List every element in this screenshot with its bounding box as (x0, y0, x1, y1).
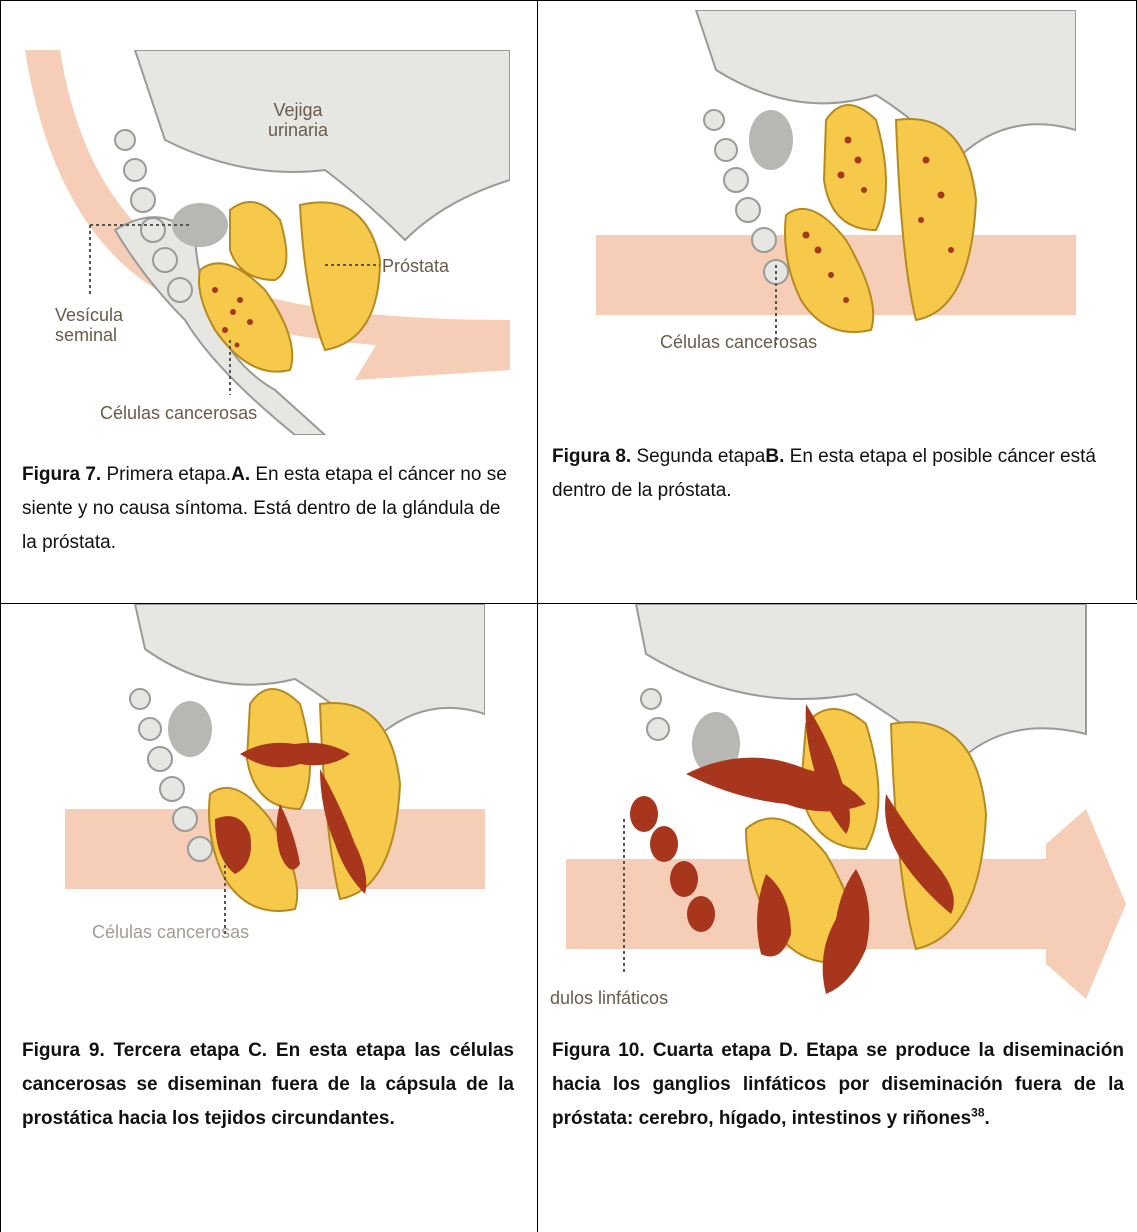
caption-figure-8: Figura 8. Segunda etapaB. En esta etapa … (552, 440, 1122, 508)
label-seminal-vesicle: Vesícula seminal (55, 305, 135, 345)
caption-figure-10-period: . (985, 1108, 990, 1129)
caption-figure-8-stage: Segunda etapa (631, 446, 765, 467)
caption-figure-10-reference: 38 (971, 1106, 984, 1120)
figure-9-illustration (65, 604, 485, 934)
figure-10-illustration-main (566, 604, 1126, 1004)
caption-figure-9: Figura 9. Tercera etapa C. En esta etapa… (22, 1034, 514, 1136)
label-cancer-cells: Células cancerosas (100, 403, 257, 423)
label-cancer-cells: Células cancerosas (92, 922, 249, 942)
label-lymph-nodes: dulos linfáticos (550, 988, 668, 1008)
label-cancer-cells: Células cancerosas (660, 332, 817, 352)
label-prostate: Próstata (382, 256, 449, 276)
caption-figure-7-stage: Primera etapa. (101, 464, 231, 485)
caption-figure-10: Figura 10. Cuarta etapa D. Etapa se prod… (552, 1034, 1124, 1136)
caption-figure-7-letter: A. (231, 464, 250, 485)
figure-8-illustration (596, 10, 1076, 370)
label-bladder: Vejiga urinaria (258, 100, 338, 140)
cell-figure-8: Células cancerosas Figura 8. Segunda eta… (538, 0, 1136, 603)
cell-figure-7: Vejiga urinaria Próstata Vesícula semina… (0, 0, 537, 603)
cell-figure-10: dulos linfáticos Figura 10. Cuarta etapa… (538, 604, 1136, 1232)
caption-figure-7-number: Figura 7. (22, 464, 101, 485)
caption-figure-8-number: Figura 8. (552, 446, 631, 467)
caption-figure-10-text: Figura 10. Cuarta etapa D. Etapa se prod… (552, 1040, 1124, 1129)
cell-figure-9: Células cancerosas Figura 9. Tercera eta… (0, 604, 537, 1232)
caption-figure-7: Figura 7. Primera etapa.A. En esta etapa… (22, 458, 512, 560)
caption-figure-8-letter: B. (765, 446, 784, 467)
